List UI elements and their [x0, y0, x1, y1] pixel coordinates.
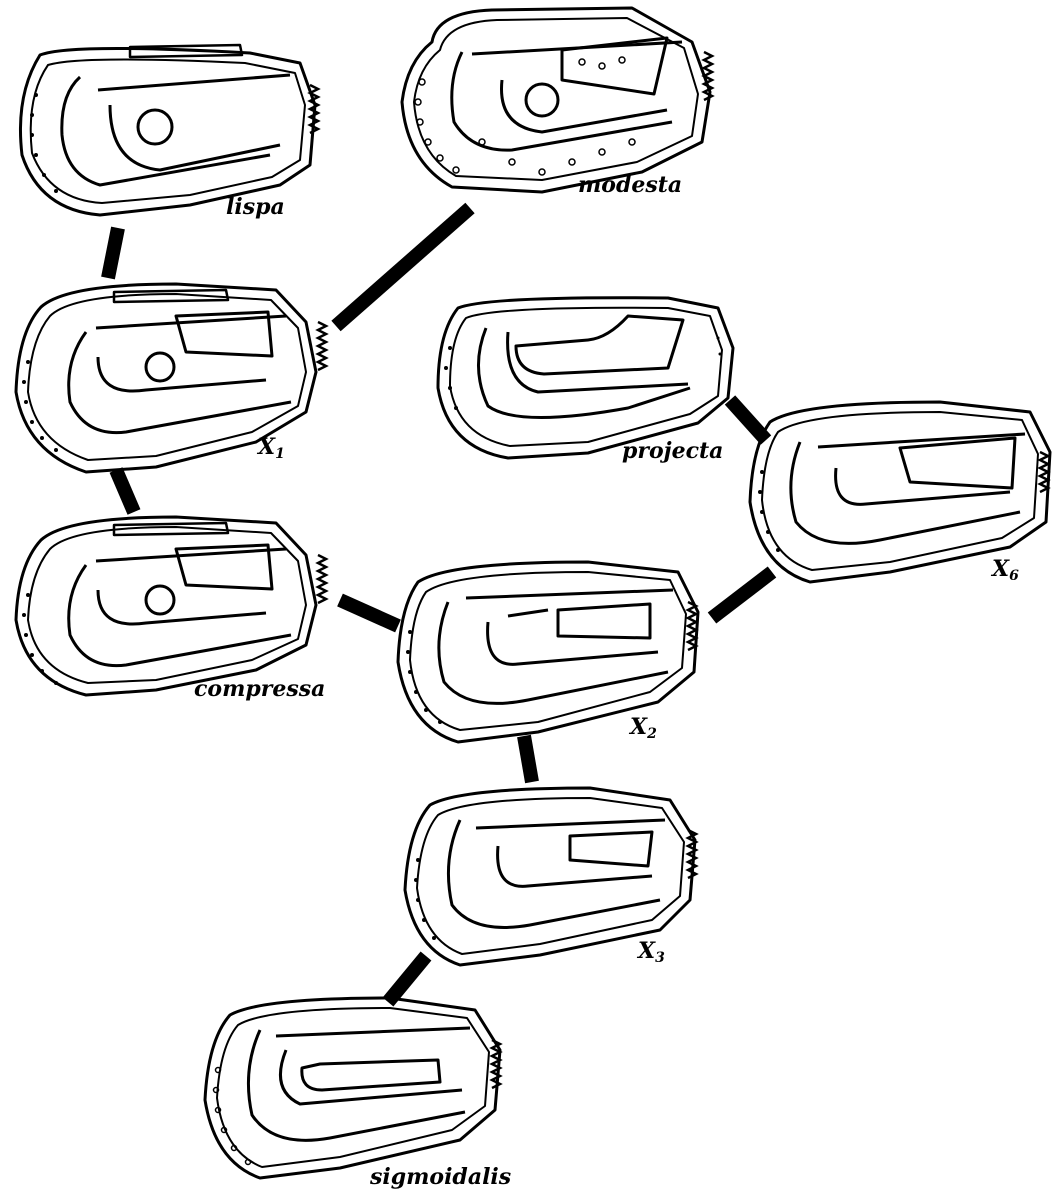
specimen-x1: [6, 272, 351, 487]
label-compressa: compressa: [194, 678, 325, 700]
label-modesta: modesta: [578, 174, 682, 196]
label-x3: X3: [638, 940, 665, 965]
specimen-x2-drawing: [388, 552, 723, 752]
label-lispa: lispa: [226, 196, 285, 218]
label-projecta: projecta: [622, 440, 723, 462]
specimen-x2: [388, 552, 723, 757]
specimen-sigmoidalis: [190, 990, 520, 1190]
label-x1: X1: [258, 436, 285, 461]
label-x6: X6: [992, 558, 1019, 583]
specimen-x1-drawing: [6, 272, 351, 482]
link-lispa-x1: [108, 228, 118, 278]
specimen-sigmoidalis-drawing: [190, 990, 520, 1185]
label-sigmoidalis: sigmoidalis: [370, 1166, 511, 1188]
label-x2: X2: [630, 716, 657, 741]
